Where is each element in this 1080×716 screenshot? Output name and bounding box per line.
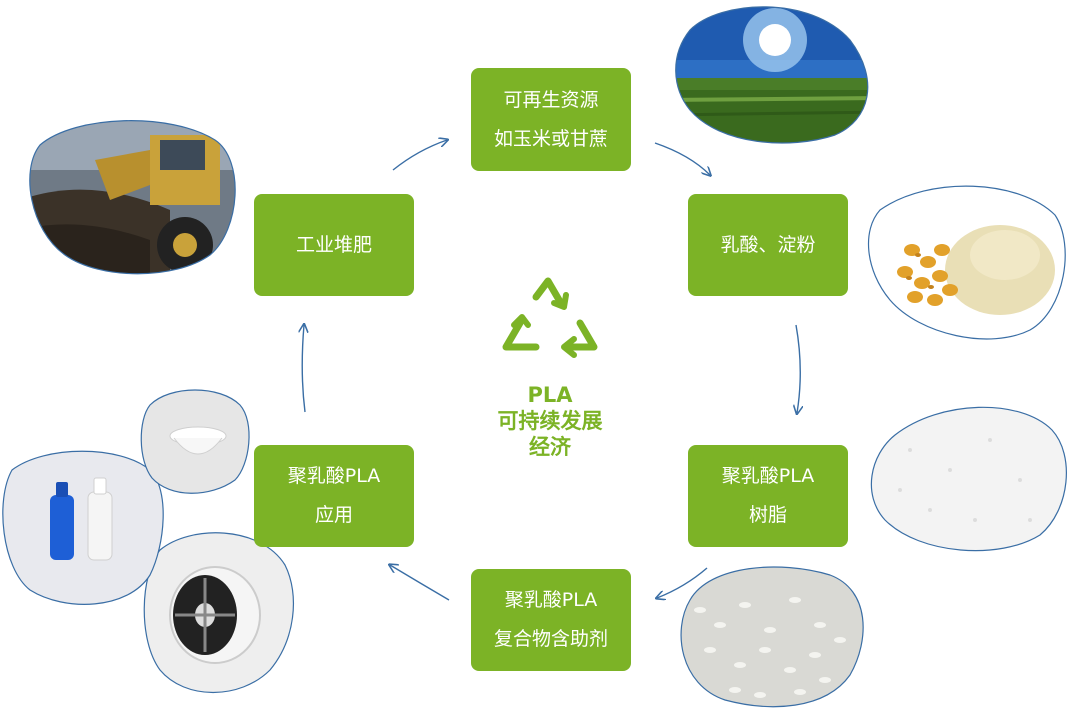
step-renewable-resources: 可再生资源 如玉米或甘蔗 (471, 68, 631, 171)
step-compound-line1: 聚乳酸PLA (504, 589, 598, 612)
step-pla-resin: 聚乳酸PLA 树脂 (688, 445, 848, 547)
pla-pellets-photo (680, 566, 864, 708)
arrow-compost-to-renewable (392, 140, 447, 171)
arrow-application-to-compost (302, 325, 305, 413)
compost-photo (29, 120, 236, 275)
step-resin-line1: 聚乳酸PLA (721, 465, 815, 488)
step-resin-line2: 树脂 (748, 504, 787, 526)
step-compound-line2: 复合物含助剂 (493, 628, 608, 650)
step-renewable-line1: 可再生资源 (503, 88, 599, 111)
step-compost-label: 工业堆肥 (295, 233, 372, 256)
arrow-renewable-to-lactic (654, 142, 710, 175)
arrow-compound-to-application (390, 565, 450, 601)
recycle-icon (502, 277, 598, 358)
arrow-lactic-to-resin (796, 324, 800, 413)
step-pla-compound: 聚乳酸PLA 复合物含助剂 (471, 569, 631, 671)
corn-field-photo (675, 6, 869, 144)
step-application-line1: 聚乳酸PLA (287, 465, 381, 488)
step-lactic-acid-starch: 乳酸、淀粉 (688, 194, 848, 296)
step-industrial-compost: 工业堆肥 (254, 194, 414, 296)
corn-starch-photo (867, 185, 1066, 340)
pla-powder-photo (870, 406, 1067, 552)
step-application-line2: 应用 (314, 504, 353, 526)
center-title-economy: 经济 (529, 435, 571, 459)
center-title-sustainable: 可持续发展 (497, 409, 603, 433)
step-lactic-label: 乳酸、淀粉 (720, 233, 816, 256)
filament-spool-photo (143, 532, 295, 694)
step-pla-application: 聚乳酸PLA 应用 (254, 445, 414, 547)
bowl-photo (140, 389, 250, 494)
center-title-pla: PLA (527, 383, 573, 407)
bottles-photo (2, 450, 164, 605)
arrow-resin-to-compound (657, 567, 708, 598)
step-renewable-line2: 如玉米或甘蔗 (493, 127, 608, 150)
